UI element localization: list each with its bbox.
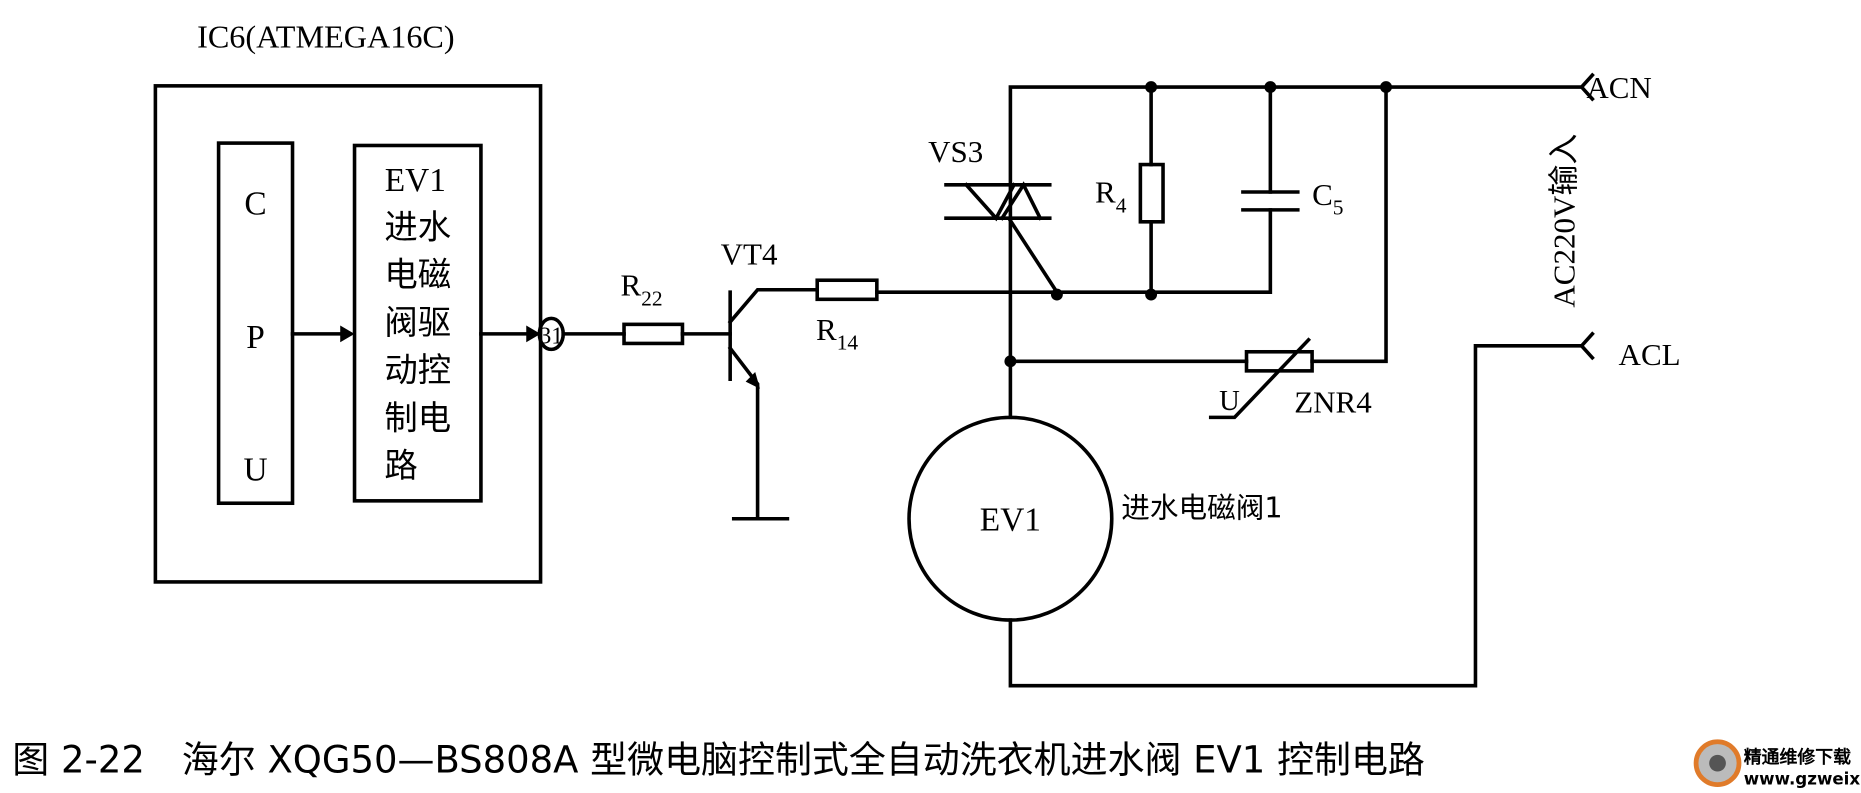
- svg-text:电磁: 电磁: [384, 255, 451, 294]
- ac-input-label: AC220V输入: [1546, 134, 1581, 308]
- znr4-slash: [1208, 337, 1312, 420]
- svg-text:精通维修下载: 精通维修下载: [1744, 746, 1851, 768]
- vs3-triangle-right: [999, 181, 1043, 221]
- ic-title: IC6(ATMEGA16C): [197, 19, 454, 55]
- znr4-label: ZNR4: [1294, 385, 1372, 420]
- cpu-letter-u: U: [244, 452, 268, 489]
- vs3-label: VS3: [928, 134, 983, 169]
- arrowhead: [526, 325, 541, 343]
- svg-text:动控: 动控: [384, 351, 451, 390]
- svg-text:阀驱: 阀驱: [384, 303, 451, 342]
- cpu-box: [216, 141, 295, 506]
- vs3-triangle-left: [963, 182, 1017, 222]
- r14-label: R14: [816, 312, 858, 355]
- svg-text:www.gzweix.com: www.gzweix.com: [1744, 770, 1861, 789]
- cpu-letter-c: C: [244, 186, 266, 223]
- r4-resistor: [1138, 162, 1165, 224]
- r14-resistor: [815, 278, 879, 302]
- vt4-collector: [727, 287, 820, 325]
- gate-wire: [875, 208, 1273, 294]
- arrowhead: [340, 325, 355, 343]
- c5-label: C5: [1312, 177, 1343, 220]
- acn-label: ACN: [1586, 70, 1651, 105]
- svg-text:制电: 制电: [384, 398, 451, 437]
- vt4-label: VT4: [721, 237, 778, 272]
- watermark-logo: 精通维修下载 www.gzweix.com: [1693, 739, 1861, 789]
- svg-text:进水: 进水: [384, 207, 451, 246]
- r4-label: R4: [1095, 175, 1127, 218]
- r22-resistor: [622, 322, 685, 346]
- ev1-description: 进水电磁阀1: [1121, 491, 1282, 525]
- ev1-label: EV1: [980, 502, 1041, 539]
- junction-dots: [1004, 81, 1392, 368]
- vs3-gate: [1007, 218, 1060, 295]
- acl-label: ACL: [1619, 337, 1681, 372]
- acn-terminal: [1579, 72, 1595, 102]
- svg-text:路: 路: [384, 446, 417, 485]
- driver-label: EV1 进水 电磁 阀驱 动控 制电 路: [384, 162, 451, 485]
- driver-box: [352, 143, 483, 503]
- svg-text:EV1: EV1: [385, 162, 446, 199]
- pin-31-label: 31: [539, 323, 563, 349]
- znr-wire: [1310, 85, 1388, 364]
- figure-caption: 图 2-22 海尔 XQG50—BS808A 型微电脑控制式全自动洗衣机进水阀 …: [12, 739, 1425, 782]
- cpu-letter-p: P: [246, 319, 265, 356]
- acn-rail: [1008, 85, 1583, 420]
- vt4-emitter-arrow: [745, 372, 760, 389]
- znr-u-label: U: [1219, 386, 1240, 417]
- acl-wire: [1008, 344, 1583, 688]
- acl-terminal: [1579, 331, 1595, 361]
- r22-label: R22: [620, 268, 662, 311]
